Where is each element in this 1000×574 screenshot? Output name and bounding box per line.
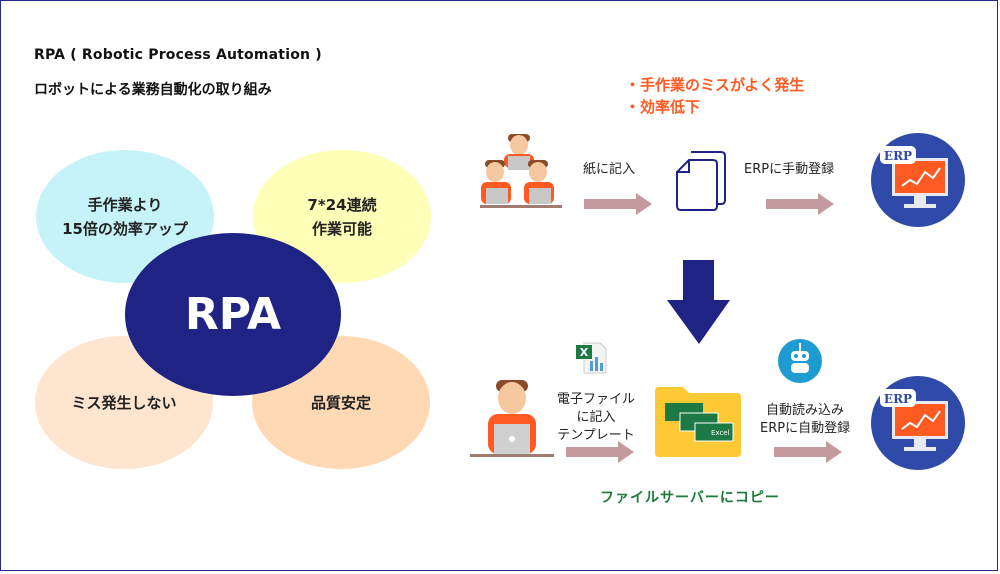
- issue-item: ・手作業のミスがよく発生: [625, 76, 805, 94]
- rpa-center: RPA: [125, 233, 341, 396]
- flow-arrow-icon: [774, 441, 842, 463]
- robot-icon: [778, 339, 822, 383]
- page-title: RPA ( Robotic Process Automation ): [34, 47, 322, 63]
- excel-file-icon: X: [576, 342, 607, 374]
- erp-monitor-icon: ERP: [871, 376, 965, 470]
- paper-documents-icon: [676, 151, 726, 211]
- flow-arrow-icon: [584, 193, 652, 215]
- erp-monitor-icon: ERP: [871, 133, 965, 227]
- transition-down-arrow-icon: [667, 260, 730, 344]
- flow-arrow-icon: [566, 441, 634, 463]
- page-subtitle: ロボットによる業務自動化の取り組み: [34, 82, 272, 98]
- step-auto-erp-label: 自動読み込み ERPに自動登録: [760, 403, 851, 436]
- excel-card-label: Excel: [711, 429, 730, 437]
- erp-badge-text: ERP: [884, 392, 912, 406]
- team-at-laptops-icon: [480, 134, 562, 208]
- person-at-laptop-icon: [470, 380, 554, 457]
- erp-badge-text: ERP: [884, 149, 912, 163]
- issue-item: ・効率低下: [625, 98, 701, 116]
- step-electronic-template-label: 電子ファイル に記入 テンプレート: [556, 392, 635, 443]
- flow-arrow-icon: [766, 193, 834, 215]
- issues-list: ・手作業のミスがよく発生 ・効率低下: [625, 74, 804, 118]
- file-server-caption: ファイルサーバーにコピー: [600, 490, 780, 506]
- step-paper-entry-label: 紙に記入: [583, 162, 636, 177]
- step-manual-erp-label: ERPに手動登録: [744, 162, 835, 177]
- svg-text:X: X: [580, 346, 589, 359]
- folder-with-excel-icon: Excel: [655, 387, 741, 457]
